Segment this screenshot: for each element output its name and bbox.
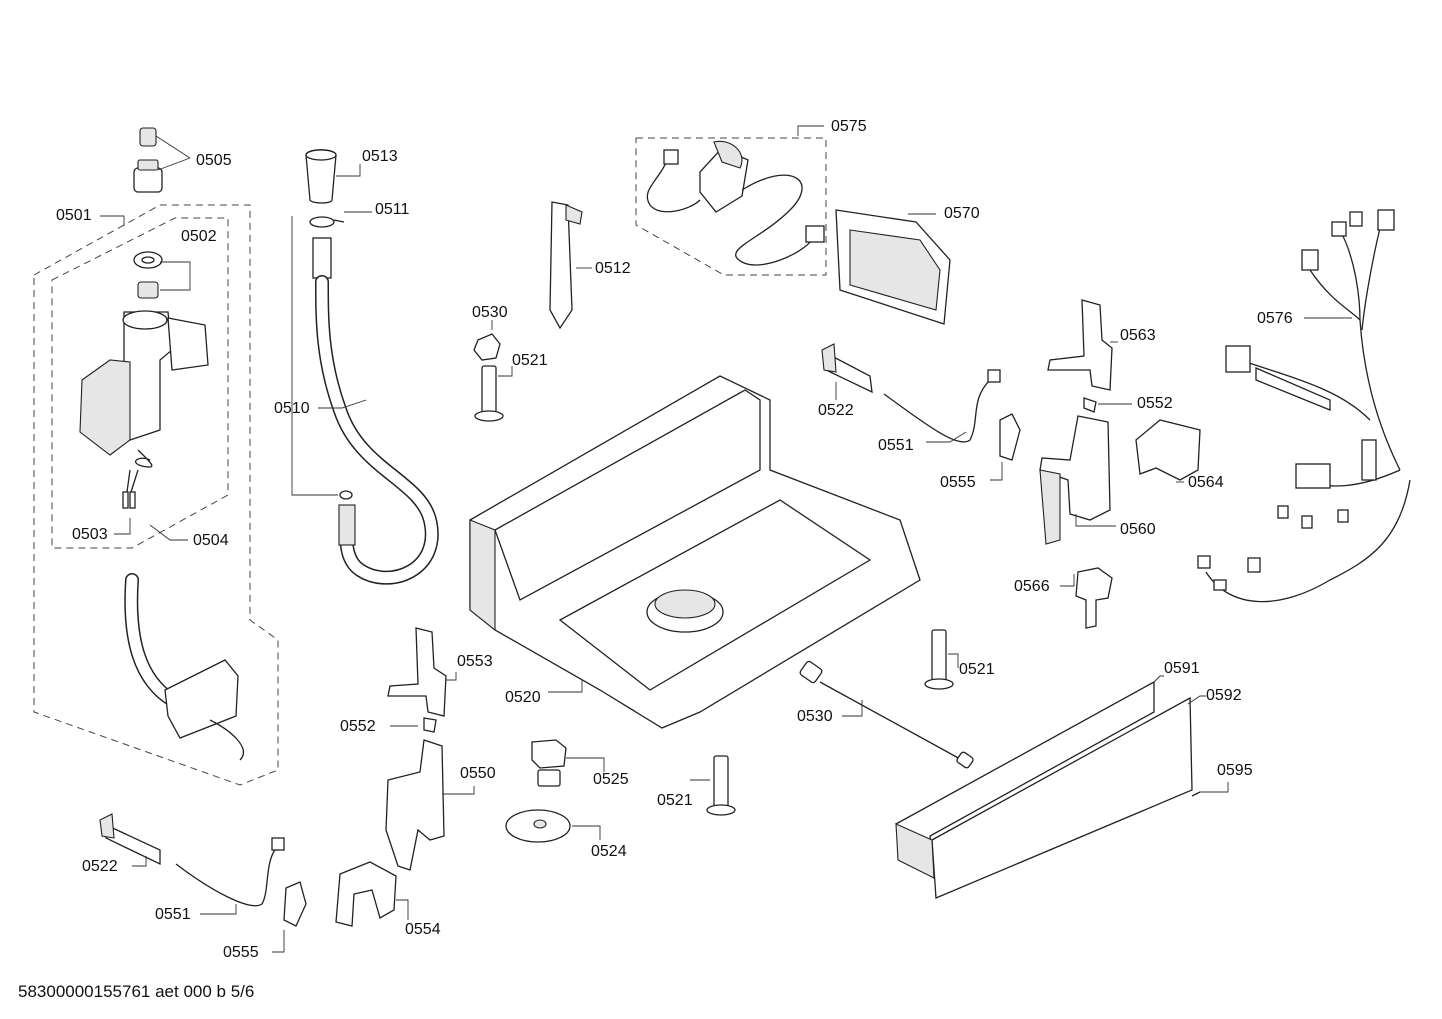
callout-0530-top: 0530 — [472, 304, 508, 321]
callout-0551-bottom: 0551 — [155, 906, 191, 923]
drain-hose-assembly[interactable] — [291, 149, 439, 585]
callout-0520: 0520 — [505, 689, 541, 706]
bolt-group-top[interactable] — [473, 320, 513, 422]
bolt-bottom-right[interactable] — [924, 629, 959, 690]
callout-0512: 0512 — [595, 260, 631, 277]
callout-0513: 0513 — [362, 148, 398, 165]
door-spring-bottom[interactable] — [99, 813, 307, 953]
callout-0595: 0595 — [1217, 762, 1253, 779]
callout-0521-right: 0521 — [959, 661, 995, 678]
control-module-0570[interactable] — [835, 209, 951, 325]
callout-0550: 0550 — [460, 765, 496, 782]
callout-0555-top: 0555 — [940, 474, 976, 491]
callout-0564: 0564 — [1188, 474, 1224, 491]
callout-0552-right: 0552 — [1137, 395, 1173, 412]
callout-0511: 0511 — [375, 201, 410, 218]
callout-0563: 0563 — [1120, 327, 1156, 344]
small-parts-center[interactable] — [505, 739, 605, 843]
callout-0502: 0502 — [181, 228, 217, 245]
hinge-bracket-left[interactable] — [335, 627, 475, 927]
bolt-bottom-center[interactable] — [690, 755, 736, 816]
inlet-valve-assembly[interactable] — [33, 127, 279, 786]
sensor-cable-0530[interactable] — [799, 660, 974, 769]
callout-0503: 0503 — [72, 526, 108, 543]
callout-0522-bottom: 0522 — [82, 858, 118, 875]
callout-0504: 0504 — [193, 532, 229, 549]
callout-0522-top: 0522 — [818, 402, 854, 419]
callout-0524: 0524 — [591, 843, 627, 860]
document-id: 58300000155761 aet 000 b 5/6 — [18, 982, 255, 1001]
callout-0570: 0570 — [944, 205, 980, 222]
callout-0553: 0553 — [457, 653, 493, 670]
callout-0510: 0510 — [274, 400, 310, 417]
callout-0592: 0592 — [1206, 687, 1242, 704]
callout-0576: 0576 — [1257, 310, 1293, 327]
guide-pin-0512[interactable] — [549, 201, 592, 330]
callout-0551-top: 0551 — [878, 437, 914, 454]
callout-0501: 0501 — [56, 207, 92, 224]
power-cable-0575[interactable] — [635, 125, 827, 276]
callout-0555-bottom: 0555 — [223, 944, 259, 961]
callout-0525: 0525 — [593, 771, 629, 788]
callout-0505: 0505 — [196, 152, 232, 169]
wiring-harness-0576[interactable] — [1197, 209, 1411, 603]
callout-0566: 0566 — [1014, 578, 1050, 595]
callout-0521-bottom: 0521 — [657, 792, 693, 809]
callout-0560: 0560 — [1120, 521, 1156, 538]
callout-0530-bottom: 0530 — [797, 708, 833, 725]
kick-panel[interactable] — [895, 675, 1229, 899]
base-tub-0520[interactable] — [469, 375, 921, 729]
callout-0591: 0591 — [1164, 660, 1200, 677]
callout-0521-top: 0521 — [512, 352, 548, 369]
callout-0554: 0554 — [405, 921, 441, 938]
door-spring-top[interactable] — [821, 343, 1021, 481]
callout-0552-left: 0552 — [340, 718, 376, 735]
hinge-bracket-right[interactable] — [1039, 299, 1201, 629]
callout-0575: 0575 — [831, 118, 867, 135]
